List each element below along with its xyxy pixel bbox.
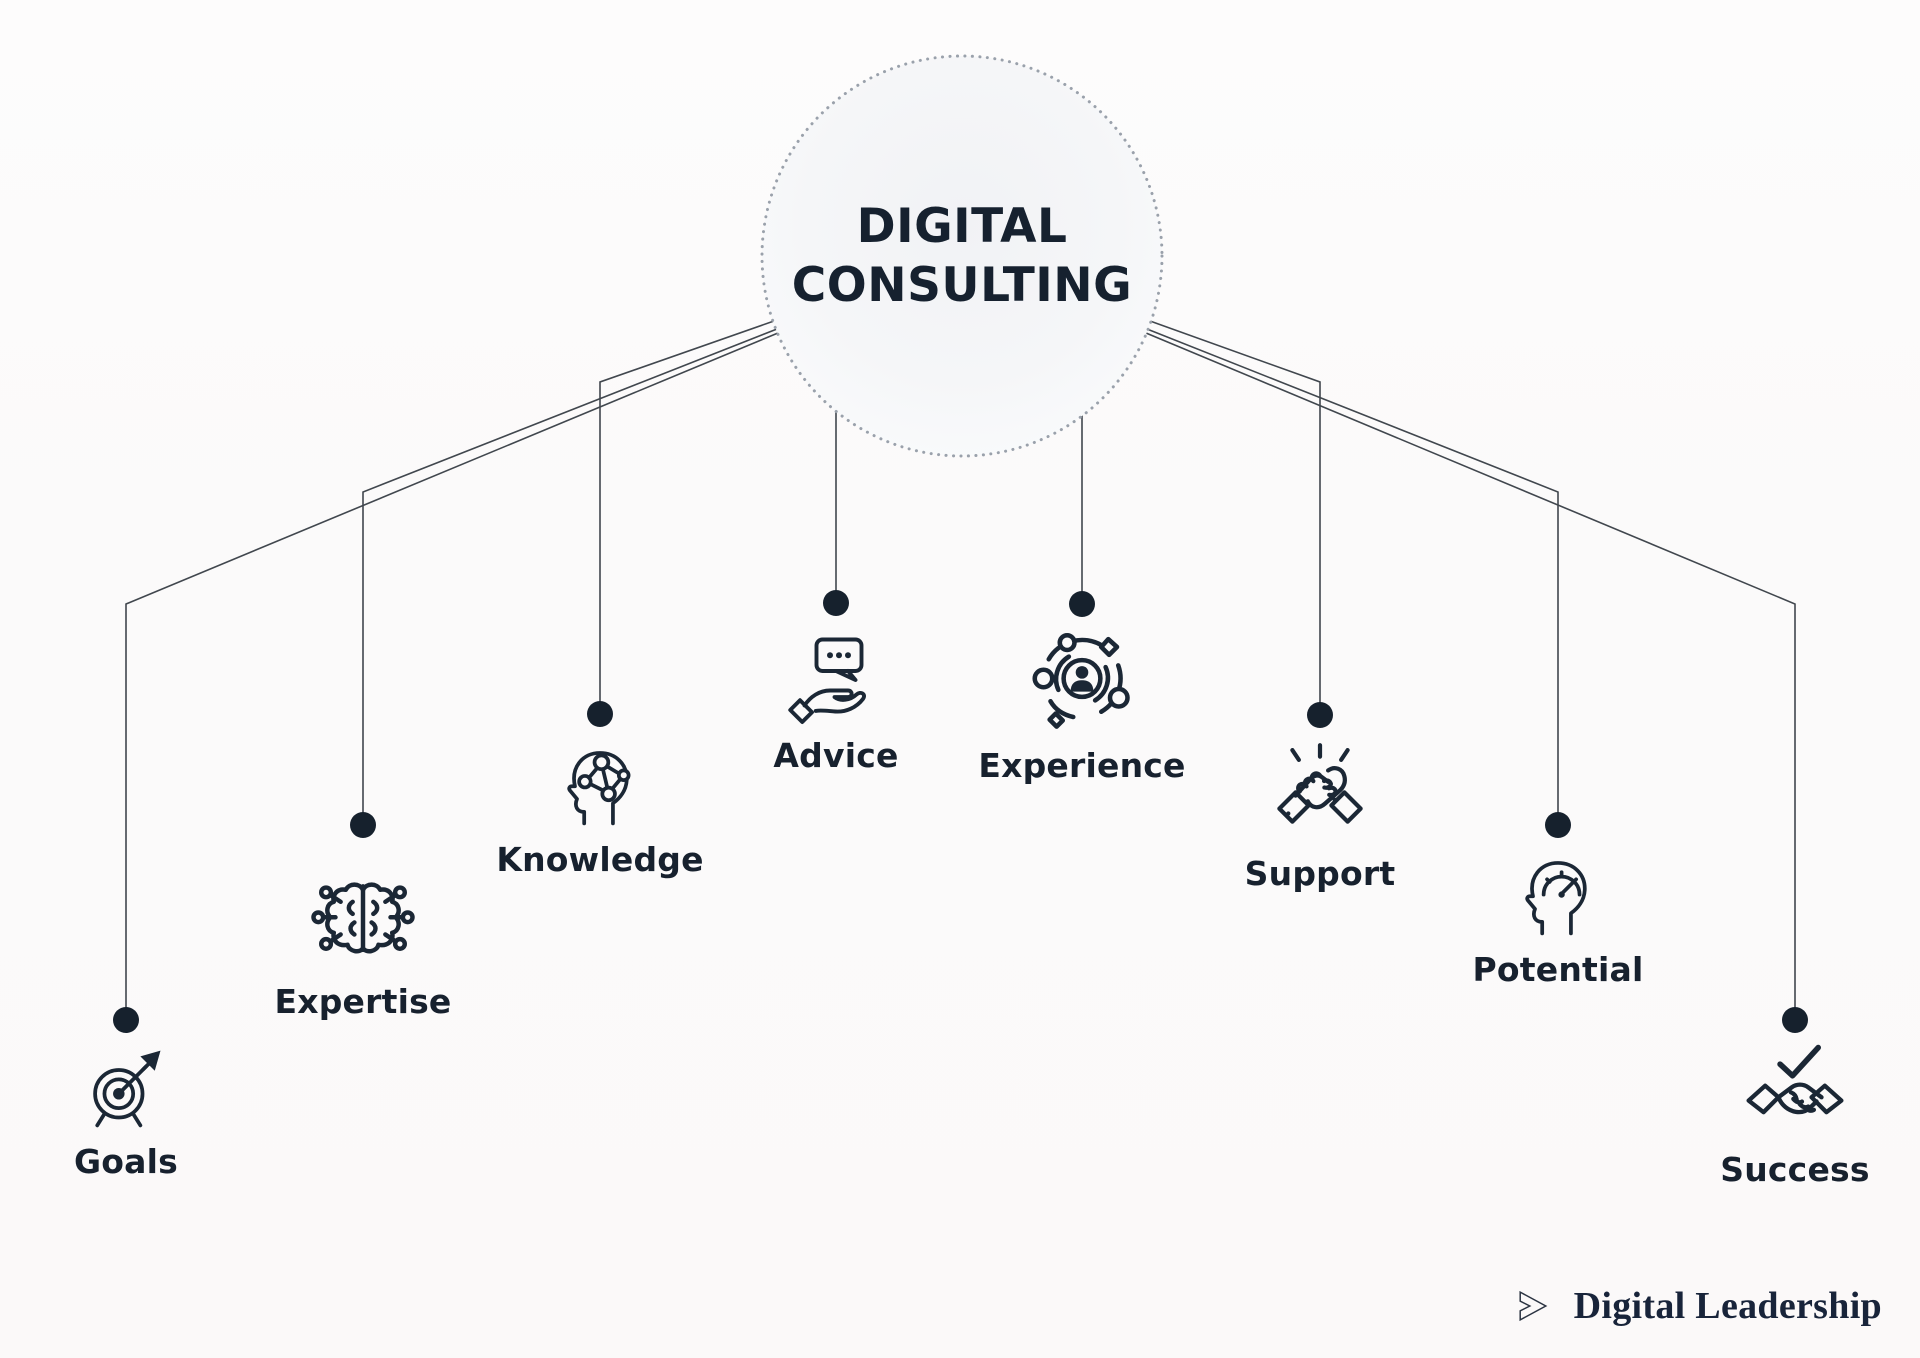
clasped-hands-icon	[1277, 743, 1363, 824]
branch-label: Potential	[1472, 950, 1644, 989]
branch-support: Support	[1170, 742, 1470, 893]
branch-goals: Goals	[0, 1042, 276, 1181]
branch-label: Support	[1244, 854, 1396, 893]
branch-label: Advice	[773, 736, 899, 775]
node-dot-experience	[1069, 591, 1095, 617]
target-arrow-icon	[93, 1050, 161, 1128]
person-orbit-icon	[1032, 633, 1130, 729]
brand-logo: Digital Leadership	[1518, 1284, 1882, 1328]
node-dot-expertise	[350, 812, 376, 838]
connector-goals	[125, 332, 779, 1020]
connector-knowledge	[599, 320, 775, 714]
handshake-check-icon	[1746, 1044, 1844, 1115]
branch-label: Expertise	[274, 982, 452, 1021]
branch-potential: Potential	[1408, 850, 1708, 989]
branch-label: Knowledge	[496, 840, 704, 879]
branch-success: Success	[1645, 1036, 1920, 1189]
node-dot-success	[1782, 1007, 1808, 1033]
hub-title-text: DIGITAL CONSULTING	[791, 198, 1133, 313]
head-gauge-icon	[1525, 861, 1587, 936]
branch-experience: Experience	[932, 626, 1232, 785]
node-dot-goals	[113, 1007, 139, 1033]
node-dot-knowledge	[587, 701, 613, 727]
branch-label: Experience	[978, 746, 1186, 785]
connector-potential	[1146, 328, 1559, 825]
branch-advice: Advice	[686, 632, 986, 775]
brain-circuit-icon	[311, 882, 415, 954]
head-network-icon	[567, 751, 631, 826]
connector-support	[1149, 320, 1321, 715]
connector-expertise	[362, 328, 778, 825]
hub-title: DIGITAL CONSULTING	[762, 56, 1162, 456]
chevron-right-icon	[1519, 1290, 1547, 1322]
branch-expertise: Expertise	[213, 864, 513, 1021]
hub-circle	[760, 54, 1164, 458]
node-dot-support	[1307, 702, 1333, 728]
node-dot-advice	[823, 590, 849, 616]
node-dot-potential	[1545, 812, 1571, 838]
connector-success	[1145, 332, 1796, 1020]
branch-knowledge: Knowledge	[450, 740, 750, 879]
speech-bubble-hand-icon	[788, 637, 866, 724]
branch-label: Success	[1720, 1150, 1870, 1189]
branch-label: Goals	[74, 1142, 178, 1181]
brand-name: Digital Leadership	[1573, 1285, 1882, 1327]
